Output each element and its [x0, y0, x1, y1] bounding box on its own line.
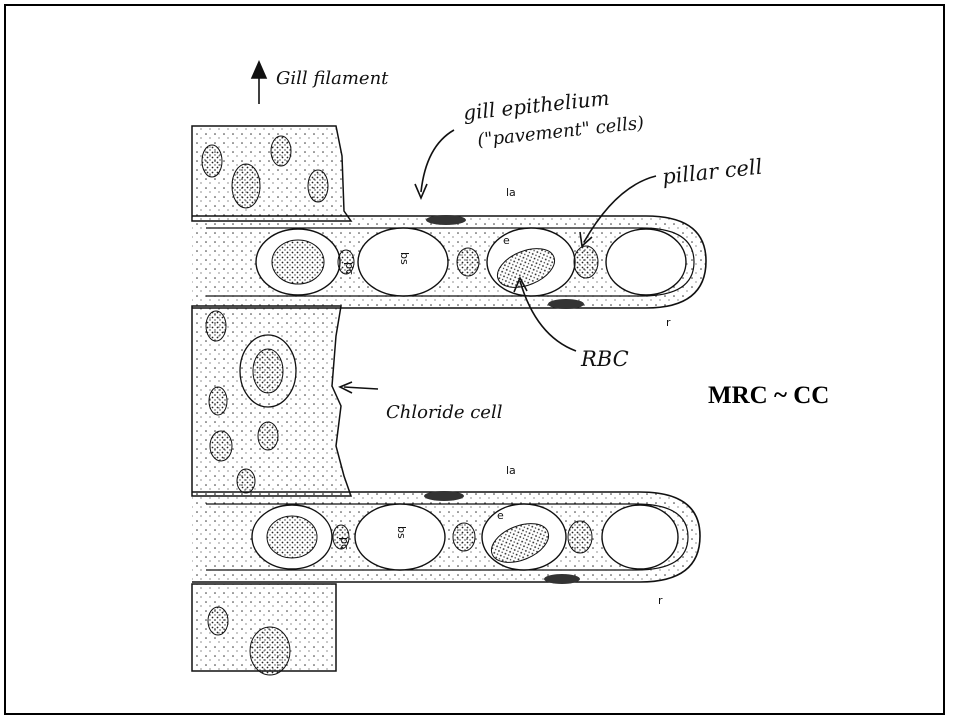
epithelium-arrow	[421, 130, 454, 192]
chloride-cell-label: Chloride cell	[386, 402, 503, 423]
gill-lamellae-diagram: Gill filament gill epithelium ("pavement…	[6, 6, 943, 713]
secondary-lamella-bottom	[192, 491, 700, 584]
la-label-top: la	[506, 186, 516, 199]
mrc-cc-label: MRC ~ CC	[708, 382, 829, 410]
bs-label-top: bs	[398, 252, 411, 265]
r-label-bottom: r	[658, 594, 663, 607]
gill-filament-arrowhead	[252, 62, 266, 78]
rbc-label: RBC	[580, 347, 629, 371]
r-label-top: r	[666, 316, 671, 329]
e-label-bottom: e	[497, 509, 504, 522]
e-label-top: e	[503, 234, 510, 247]
slide-frame: Gill filament gill epithelium ("pavement…	[4, 4, 945, 715]
chloride-cell-arrow	[344, 387, 378, 389]
pillar-cell-label: pillar cell	[661, 155, 763, 189]
pc-label-bottom: pc	[338, 537, 351, 550]
pc-label-top: pc	[343, 262, 356, 275]
bs-label-bottom: bs	[395, 526, 408, 539]
la-label-bottom: la	[506, 464, 516, 477]
gill-filament-label: Gill filament	[276, 68, 389, 89]
secondary-lamella-top	[192, 215, 706, 309]
gill-filament-body	[192, 126, 351, 675]
